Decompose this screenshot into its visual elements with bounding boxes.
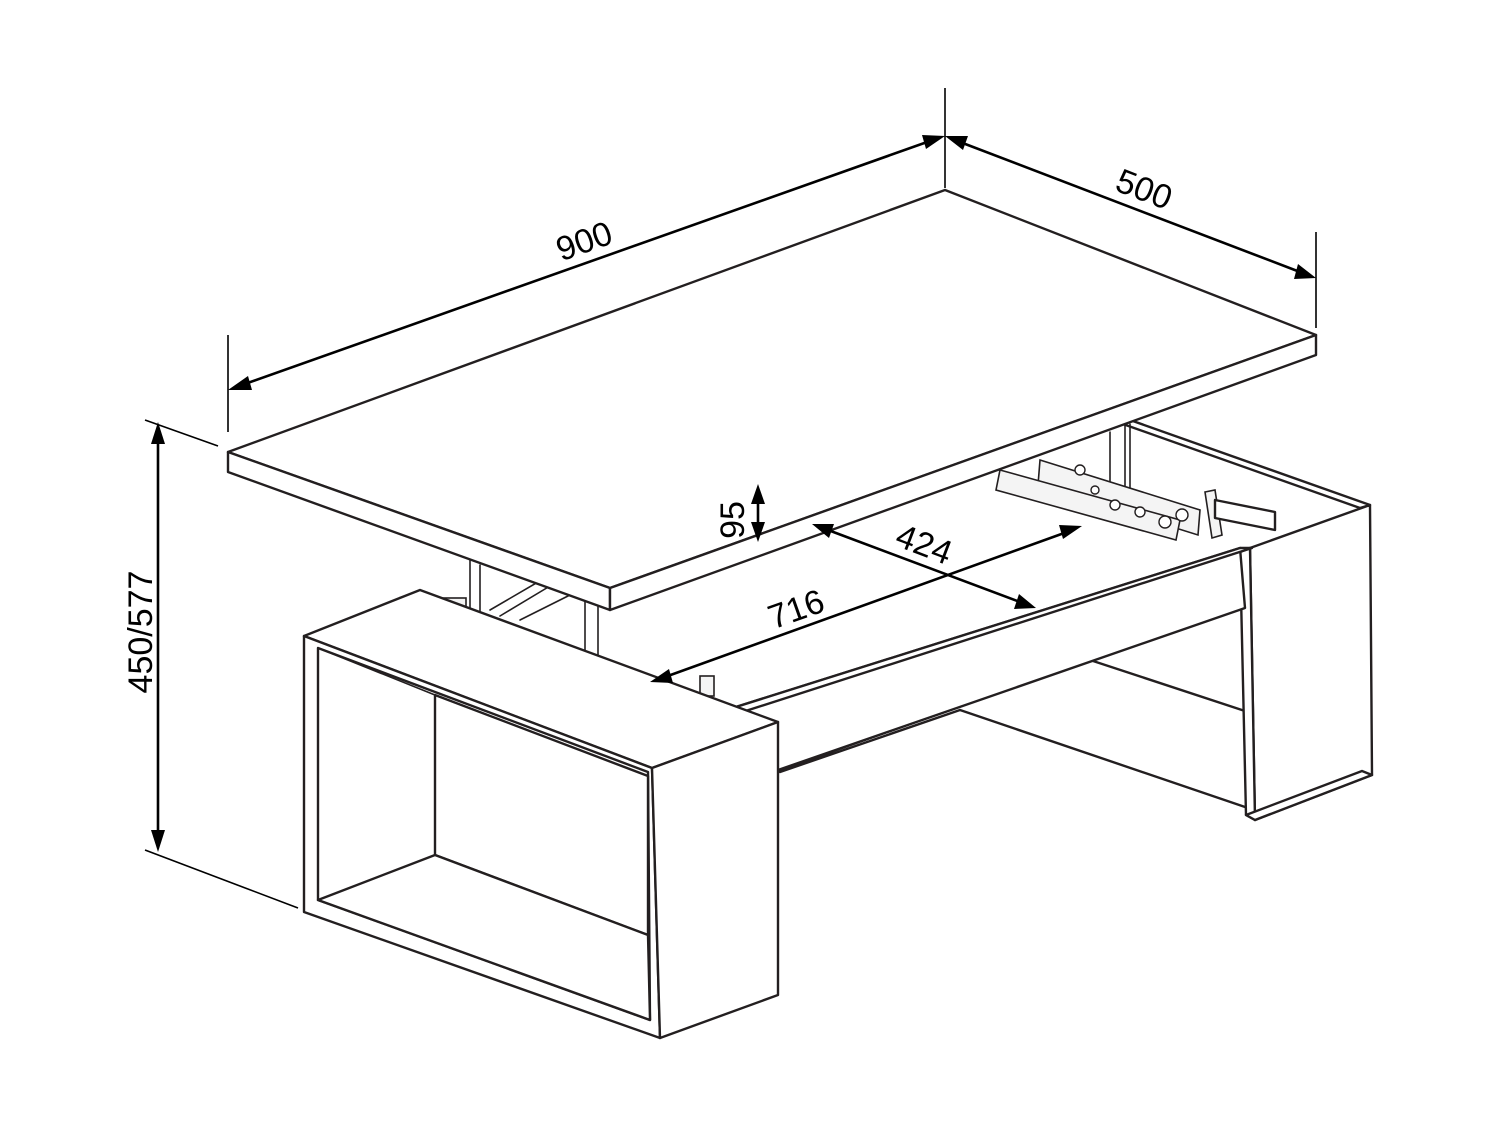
arrow-head [751, 484, 765, 504]
dimension-height: 450/577 [122, 419, 299, 909]
arrow-head [151, 830, 165, 852]
arrow-head [945, 136, 968, 150]
arrow-head [151, 422, 165, 444]
dimension-label-height: 450/577 [122, 571, 160, 694]
arrow-head [751, 522, 765, 542]
dimension-lift: 95 [714, 484, 765, 542]
base-back-panel [1118, 418, 1372, 510]
dimension-label-inner-depth: 424 [891, 517, 958, 573]
dimension-label-depth: 500 [1111, 162, 1178, 218]
arrow-head [1294, 264, 1316, 279]
right-end-module [1238, 503, 1374, 822]
arrow-head [812, 524, 834, 538]
dimension-label-inner-length: 716 [763, 582, 829, 637]
arrow-head [650, 669, 673, 683]
dimension-label-length: 900 [551, 214, 617, 269]
arrow-head [1059, 525, 1082, 539]
arrow-head [228, 376, 252, 390]
dimension-inner-depth: 424 [812, 517, 1036, 609]
left-end-module [302, 588, 780, 1040]
dimension-label-lift: 95 [714, 501, 752, 539]
arrow-head [1014, 594, 1036, 609]
right-lift-mechanism [995, 423, 1277, 542]
extension-line [144, 849, 299, 909]
extension-line [144, 419, 219, 447]
arrow-head [922, 135, 945, 149]
table-top [226, 188, 1318, 612]
